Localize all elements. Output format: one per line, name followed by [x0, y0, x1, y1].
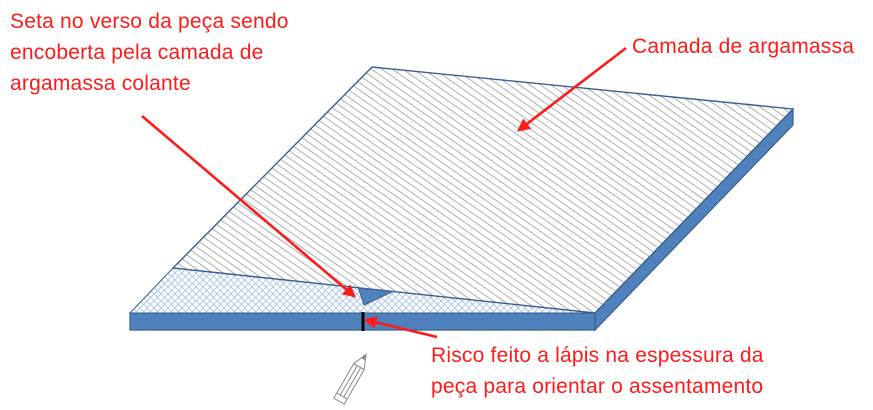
- arrow-to-mortar-layer: [516, 46, 627, 132]
- callout-pencil-mark: Risco feito a lápis na espessura da peça…: [431, 340, 764, 402]
- mortar-layer: [171, 66, 795, 314]
- pencil-icon: [333, 353, 367, 405]
- callout-line: peça para orientar o assentamento: [431, 375, 764, 398]
- arrow-to-tile-back-arrow: [141, 115, 356, 298]
- callout-arrow-back: Seta no verso da peça sendo encoberta pe…: [10, 6, 289, 99]
- callout-line: argamassa colante: [10, 72, 191, 95]
- arrow-to-pencil-mark: [363, 316, 438, 339]
- callout-line: encoberta pela camada de: [10, 41, 264, 64]
- callout-line: Risco feito a lápis na espessura da: [431, 344, 764, 367]
- callout-mortar-layer: Camada de argamassa: [632, 31, 854, 62]
- callout-line: Camada de argamassa: [632, 35, 855, 58]
- callout-line: Seta no verso da peça sendo: [10, 10, 289, 33]
